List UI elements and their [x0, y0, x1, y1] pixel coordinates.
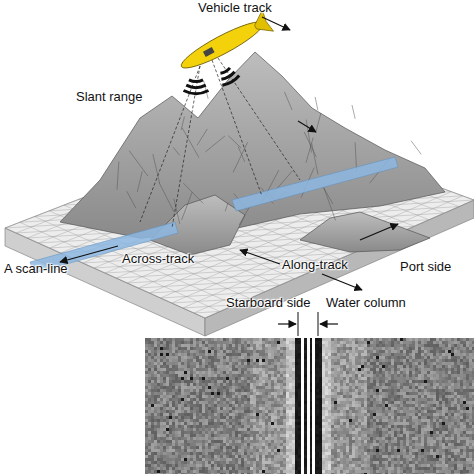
label: Vehicle track — [196, 1, 274, 15]
arrow — [360, 224, 398, 240]
label: Along-track — [280, 258, 350, 272]
arrow — [240, 250, 280, 264]
sonar-image — [145, 338, 474, 474]
label: Starboard side — [224, 296, 313, 310]
seafloor-block — [5, 52, 474, 336]
arrow — [320, 323, 338, 324]
arrow — [298, 121, 316, 132]
label: Port side — [398, 260, 453, 274]
arrow — [60, 246, 118, 262]
arrow — [322, 274, 362, 290]
label: A scan-line — [2, 262, 70, 276]
arrow — [262, 17, 290, 30]
vehicle — [176, 10, 274, 77]
arrow — [278, 323, 296, 324]
label: Across-track — [120, 252, 196, 266]
label: Water column — [324, 296, 408, 310]
label: Slant range — [74, 90, 145, 104]
